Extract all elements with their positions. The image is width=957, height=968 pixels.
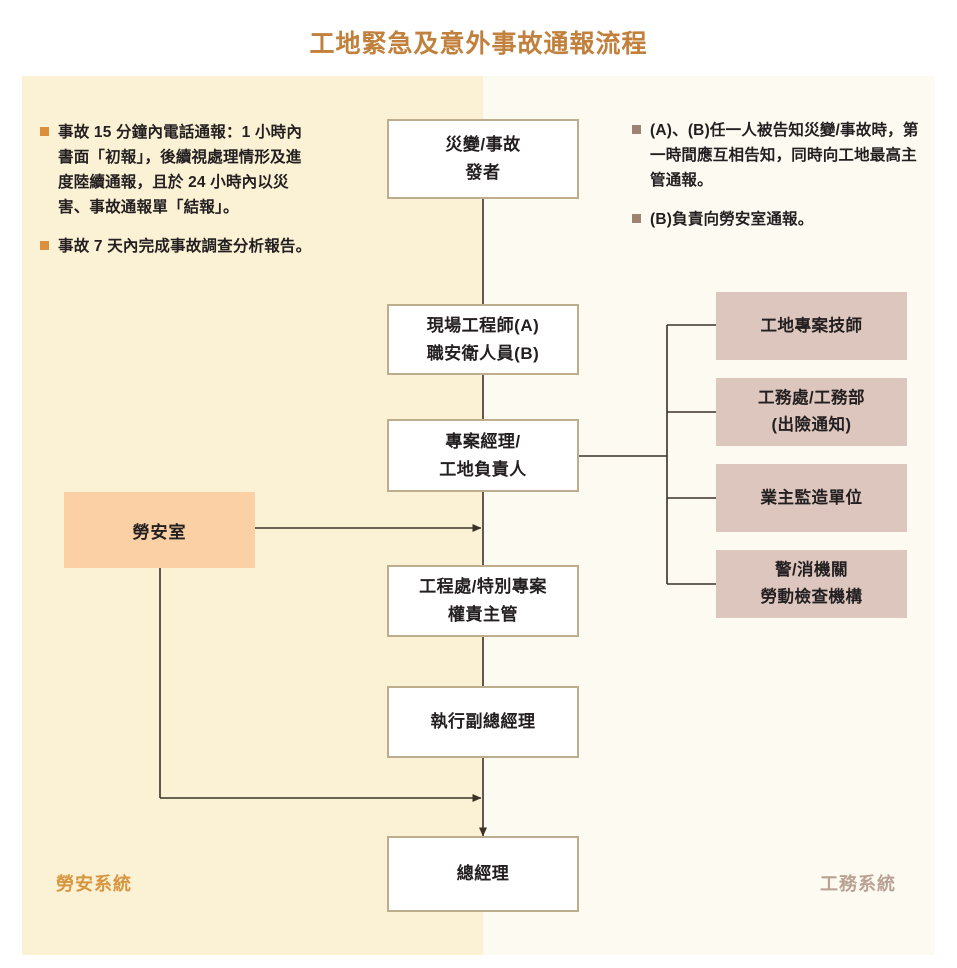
list-item: 事故 15 分鐘內電話通報：1 小時內書面「初報」，後續視處理情形及進度陸續通報… [40,120,315,220]
node-line: 職安衛人員(B) [426,343,540,363]
system-label-works: 工務系統 [820,874,896,894]
branch-node-owner-supervision-unit[interactable]: 業主監造單位 [716,464,907,532]
right-note-2: (B)負責向勞安室通報。 [650,211,814,228]
bullet-square-icon [632,214,641,223]
branch-node-police-fire-labor-inspection[interactable]: 警/消機關 勞動檢查機構 [716,550,907,618]
left-note-1: 事故 15 分鐘內電話通報：1 小時內書面「初報」，後續視處理情形及進度陸續通報… [58,124,303,216]
node-line: 工程處/特別專案 [419,577,547,596]
node-line: 勞動檢查機構 [760,588,863,606]
branch-node-site-project-technician[interactable]: 工地專案技師 [716,292,907,360]
flow-node-engineering-dept-head[interactable]: 工程處/特別專案 權責主管 [387,565,579,637]
node-line: 工地負責人 [439,459,527,479]
left-notes: 事故 15 分鐘內電話通報：1 小時內書面「初報」，後續視處理情形及進度陸續通報… [40,120,315,273]
bullet-square-icon [40,127,49,136]
right-note-1: (A)、(B)任一人被告知災變/事故時，第一時間應互相告知，同時向工地最高主管通… [650,122,919,189]
left-note-2: 事故 7 天內完成事故調查分析報告。 [58,238,312,255]
node-line: 現場工程師(A) [426,315,540,335]
node-line: 工地專案技師 [760,316,863,335]
flow-node-executive-vp[interactable]: 執行副總經理 [387,686,579,758]
node-line: 工務處/工務部 [757,389,866,407]
flow-node-incident-reporter[interactable]: 災變/事故 發者 [387,119,579,199]
node-line: 災變/事故 [445,135,521,154]
flow-node-safety-office[interactable]: 勞安室 [64,492,255,568]
flow-node-site-engineer-safety[interactable]: 現場工程師(A) 職安衛人員(B) [387,304,579,375]
page-title: 工地緊急及意外事故通報流程 [309,30,648,58]
branch-node-works-dept-insurance[interactable]: 工務處/工務部 (出險通知) [716,378,907,446]
node-line: 勞安室 [132,522,187,542]
node-line: 警/消機關 [774,561,849,579]
node-line: 權責主管 [448,605,518,624]
node-line: (出險通知) [771,416,852,434]
node-line: 總經理 [456,864,510,883]
list-item: (B)負責向勞安室通報。 [632,207,927,232]
right-notes: (A)、(B)任一人被告知災變/事故時，第一時間應互相告知，同時向工地最高主管通… [632,118,927,246]
node-line: 專案經理/ [445,431,521,451]
flow-node-project-manager[interactable]: 專案經理/ 工地負責人 [387,419,579,492]
node-line: 業主監造單位 [760,488,863,507]
list-item: (A)、(B)任一人被告知災變/事故時，第一時間應互相告知，同時向工地最高主管通… [632,118,927,193]
bullet-square-icon [632,125,641,134]
list-item: 事故 7 天內完成事故調查分析報告。 [40,234,315,259]
flow-node-general-manager[interactable]: 總經理 [387,836,579,912]
node-line: 發者 [465,163,501,182]
node-line: 執行副總經理 [430,712,536,731]
bullet-square-icon [40,241,49,250]
system-label-safety: 勞安系統 [56,874,132,894]
